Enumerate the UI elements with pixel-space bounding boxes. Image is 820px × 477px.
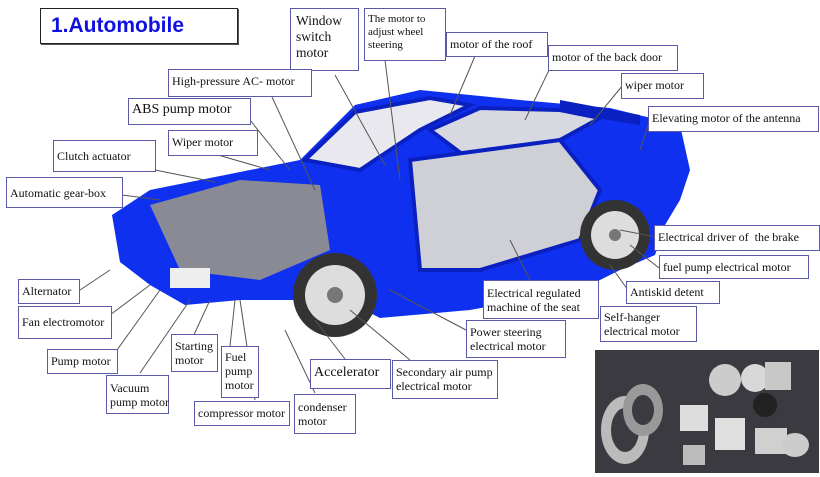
engine-bay — [150, 180, 330, 280]
label-automatic-gearbox: Automatic gear-box — [6, 177, 123, 208]
label-self-hanger-motor: Self-hanger electrical motor — [600, 306, 697, 342]
label-condenser-motor: condenser motor — [294, 394, 356, 434]
label-seat-machine: Electrical regulated machine of the seat — [483, 280, 599, 319]
label-power-steering-motor: Power steering electrical motor — [466, 320, 566, 358]
label-clutch-actuator: Clutch actuator — [53, 140, 156, 172]
label-wiper-motor: Wiper motor — [168, 130, 258, 156]
label-starting-motor: Starting motor — [171, 334, 218, 372]
label-antenna-motor: Elevating motor of the antenna — [648, 106, 819, 132]
label-accelerator: Accelerator — [310, 359, 391, 389]
label-fan-electromotor: Fan electromotor — [18, 306, 112, 339]
label-wheel-steering-motor: The motor to adjust wheel steering — [364, 8, 446, 61]
label-back-door-motor: motor of the back door — [548, 45, 678, 71]
label-brake-driver: Electrical driver of the brake — [654, 225, 820, 251]
label-vacuum-pump-motor: Vacuum pump motor — [106, 375, 169, 414]
front-wheel — [293, 253, 377, 337]
label-ac-motor: High-pressure AC- motor — [168, 69, 312, 97]
label-pump-motor: Pump motor — [47, 349, 118, 374]
label-rear-wiper-motor: wiper motor — [621, 73, 704, 99]
label-secondary-air-pump-motor: Secondary air pump electrical motor — [392, 360, 498, 399]
label-fuel-pump-electrical-motor: fuel pump electrical motor — [659, 255, 809, 279]
headlight — [170, 268, 210, 288]
interior — [407, 137, 603, 272]
page-title: 1.Automobile — [40, 8, 238, 44]
label-compressor-motor: compressor motor — [194, 401, 290, 426]
label-antiskid-detent: Antiskid detent — [626, 281, 720, 304]
magnets-photo — [595, 350, 819, 473]
label-roof-motor: motor of the roof — [446, 32, 548, 57]
label-abs-pump-motor: ABS pump motor — [128, 98, 251, 125]
rear-wheel — [580, 200, 650, 270]
label-alternator: Alternator — [18, 279, 80, 304]
label-window-switch-motor: Window switch motor — [290, 8, 359, 71]
label-fuel-pump-motor: Fuel pump motor — [221, 346, 259, 398]
